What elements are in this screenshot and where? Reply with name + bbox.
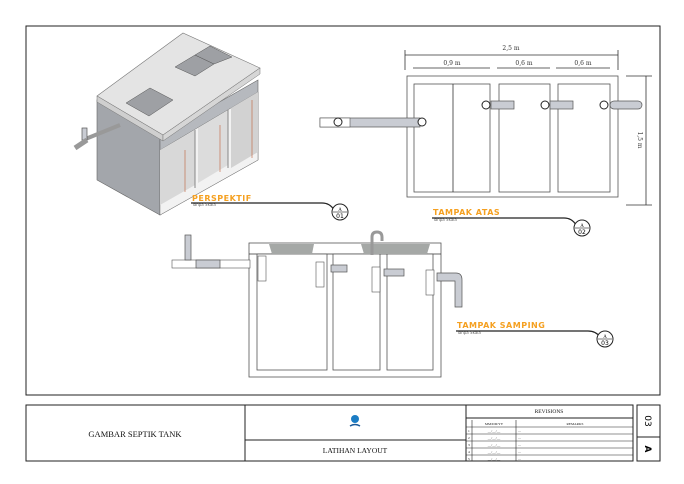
sheet-number: 03	[642, 415, 652, 426]
perspective-label: PERSPEKTIF Tanpa Skala A 01	[191, 194, 349, 221]
project-name: LATIHAN LAYOUT	[323, 446, 388, 455]
side-view-title: TAMPAK SAMPING	[457, 321, 545, 330]
revision-date: __/__/__	[487, 443, 501, 447]
dim-seg2: 0,6 m	[515, 60, 532, 67]
revision-remarks: ...	[518, 436, 521, 440]
revision-no: 5	[468, 457, 470, 461]
sheet-size: A	[642, 446, 652, 453]
revision-row: 5 __/__/__...	[466, 454, 633, 461]
top-view-sheet: A	[580, 224, 584, 229]
revision-remarks: ...	[518, 443, 521, 447]
drawing-title: GAMBAR SEPTIK TANK	[88, 429, 182, 439]
revision-remarks: ...	[518, 457, 521, 461]
side-view-drawing	[171, 230, 463, 378]
revision-row: 2 __/__/__...	[466, 433, 633, 440]
dim-total-length: 2,5 m	[502, 45, 519, 52]
col-date: MM/DD/YY	[485, 422, 504, 426]
perspective-drawing	[73, 32, 261, 216]
top-view-title: TAMPAK ATAS	[433, 208, 500, 217]
revision-remarks: ...	[518, 429, 521, 433]
revision-row: 1 __/__/__...	[466, 426, 633, 433]
dim-width: 1,5 m	[636, 131, 643, 148]
revision-date: __/__/__	[487, 450, 501, 454]
revision-row: 4 __/__/__...	[466, 447, 633, 454]
side-view-label: TAMPAK SAMPING Tanpa Skala A 03	[456, 321, 614, 348]
title-block: GAMBAR SEPTIK TANK LATIHAN LAYOUT REVISI…	[25, 404, 634, 462]
revision-no: 1	[468, 429, 470, 433]
logo-icon	[349, 415, 361, 427]
side-view-sheet: A	[603, 335, 607, 340]
perspective-sheet: A	[338, 208, 342, 213]
revision-no: 2	[468, 436, 470, 440]
revision-date: __/__/__	[487, 436, 501, 440]
top-view-label: TAMPAK ATAS Tanpa Skala A 02	[432, 208, 591, 237]
revisions-header: REVISIONS	[535, 409, 564, 415]
drawing-frame	[25, 25, 661, 396]
perspective-title: PERSPEKTIF	[192, 194, 252, 203]
side-view-scale: Tanpa Skala	[456, 330, 481, 335]
col-remarks: REMARKS	[567, 422, 584, 426]
dim-seg3: 0,6 m	[574, 60, 591, 67]
revision-date: __/__/__	[487, 457, 501, 461]
sheet-box: 03 A	[636, 404, 661, 462]
top-view-drawing: 2,5 m 0,9 m 0,6 m 0,6 m 1,5 m	[319, 45, 652, 206]
perspective-number: 01	[336, 213, 344, 220]
revision-date: __/__/__	[487, 429, 501, 433]
perspective-scale: Tanpa Skala	[191, 202, 216, 207]
top-view-number: 02	[578, 229, 586, 236]
revision-no: 4	[468, 450, 470, 454]
dim-seg1: 0,9 m	[443, 60, 460, 67]
top-view-scale: Tanpa Skala	[432, 217, 457, 222]
side-view-number: 03	[601, 340, 609, 347]
revision-row: 3 __/__/__...	[466, 440, 633, 447]
revision-remarks: ...	[518, 450, 521, 454]
revision-no: 3	[468, 443, 470, 447]
